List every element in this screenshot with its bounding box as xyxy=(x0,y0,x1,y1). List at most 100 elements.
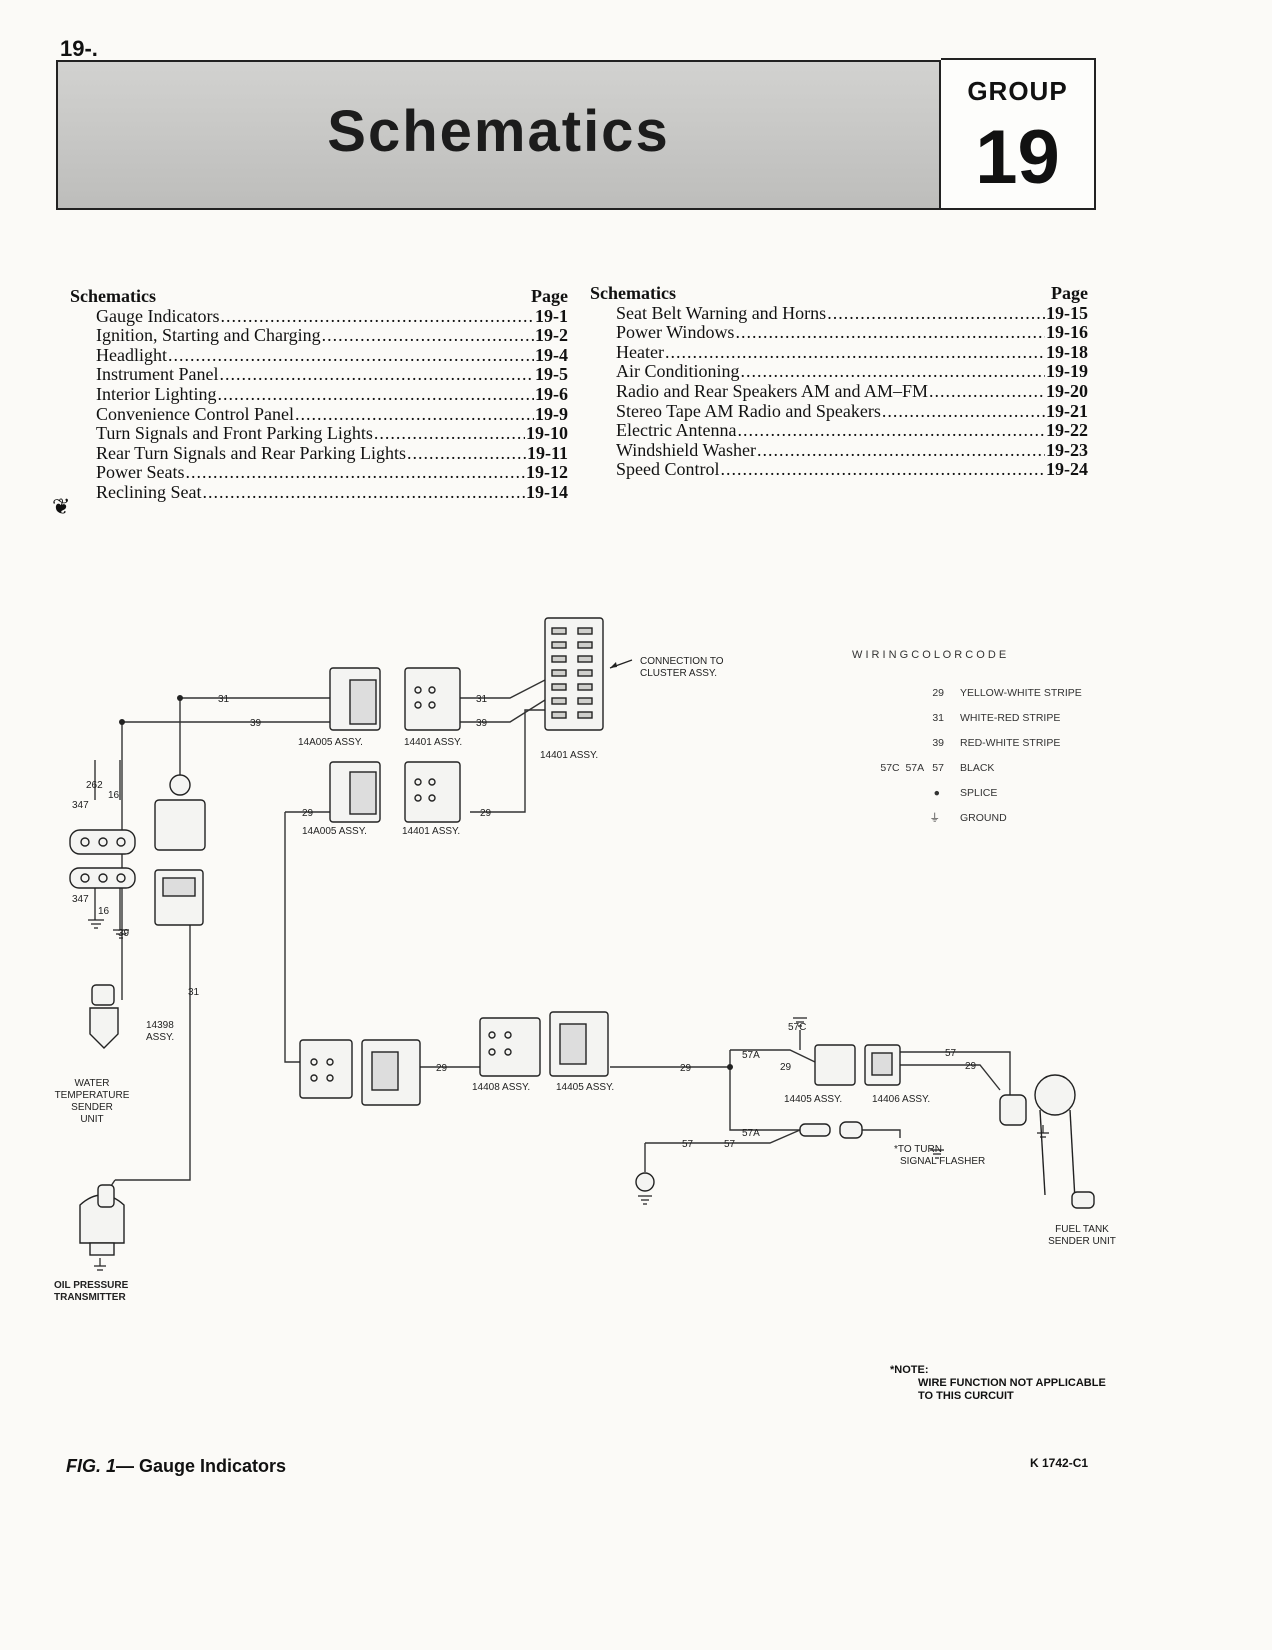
toc-leader-dots xyxy=(217,385,534,405)
toc-entry: Rear Turn Signals and Rear Parking Light… xyxy=(70,442,568,464)
toc-entry: Seat Belt Warning and Horns19-15 xyxy=(590,302,1088,324)
wire-label-16: 16 xyxy=(108,790,120,801)
wire-label-57: 57 xyxy=(945,1048,957,1059)
color-code-desc: WHITE-RED STRIPE xyxy=(960,712,1060,724)
toc-entry-page: 19-16 xyxy=(1046,322,1088,343)
toc-entry: Speed Control 19-24 xyxy=(590,460,1088,480)
toc-entry: Air Conditioning19-19 xyxy=(590,362,1088,382)
wire-label-31: 31 xyxy=(188,987,200,998)
color-code-number: 29 xyxy=(932,687,944,699)
assy-label-14398-assy: ASSY. xyxy=(146,1032,174,1043)
toc-leader-dots xyxy=(665,343,1045,363)
splice-icon: ● xyxy=(934,787,940,799)
toc-entry-label: Turn Signals and Front Parking Lights xyxy=(96,423,373,444)
toc-entry-page: 19-24 xyxy=(1046,459,1088,480)
water-temp-label: WATER xyxy=(75,1078,110,1089)
ground-icon: ⏚ xyxy=(930,812,941,824)
toc-leader-dots xyxy=(407,444,526,464)
toc-entry-page: 19-14 xyxy=(526,481,568,502)
connectors xyxy=(69,617,1095,1256)
page-title: Schematics xyxy=(327,99,670,164)
toc-entry-label: Heater xyxy=(616,341,664,362)
toc-entry: Ignition, Starting and Charging19-2 xyxy=(70,326,568,346)
wire-label-31: 31 xyxy=(476,694,488,705)
toc-entry: Electric Antenna19-22 xyxy=(590,421,1088,441)
toc-leader-dots xyxy=(882,402,1045,422)
wire-label-29: 29 xyxy=(965,1061,977,1072)
color-code-desc: SPLICE xyxy=(960,787,997,799)
toc-entry-page: 19-15 xyxy=(1046,302,1088,323)
toc-leader-dots xyxy=(220,307,534,327)
toc-entry-label: Ignition, Starting and Charging xyxy=(96,325,321,346)
toc-entry: Radio and Rear Speakers AM and AM–FM19-2… xyxy=(590,380,1088,402)
toc-entry: Convenience Control Panel19-9 xyxy=(70,403,568,425)
toc-entry-label: Power Seats xyxy=(96,462,185,483)
wire-label-39: 39 xyxy=(118,928,130,939)
connection-label-line1: CONNECTION TO xyxy=(640,656,724,667)
water-temp-label: SENDER xyxy=(71,1102,113,1113)
wire-label-39: 39 xyxy=(250,718,262,729)
toc-entry-label: Windshield Washer xyxy=(616,439,756,460)
margin-mark-icon: ❦ xyxy=(52,494,71,519)
toc-leader-dots xyxy=(735,323,1045,343)
toc-page-heading: Page xyxy=(531,286,568,306)
assy-label-14a005: 14A005 ASSY. xyxy=(302,826,367,837)
toc-entry-page: 19-22 xyxy=(1046,420,1088,441)
toc-entry-page: 19-5 xyxy=(535,364,568,385)
toc-entry: Stereo Tape AM Radio and Speakers19-21 xyxy=(590,400,1088,422)
toc-entry: Heater 19-18 xyxy=(590,341,1088,363)
toc-heading: Schematics xyxy=(590,283,676,303)
toc-page-heading: Page xyxy=(1051,283,1088,303)
wire-label-57: 57 xyxy=(682,1139,694,1150)
assy-label-14408: 14408 ASSY. xyxy=(472,1082,530,1093)
flasher-label: SIGNAL FLASHER xyxy=(900,1156,985,1167)
assy-label-14406: 14406 ASSY. xyxy=(872,1094,930,1105)
wire-label-57a: 57A xyxy=(742,1128,760,1139)
assy-label-14401: 14401 ASSY. xyxy=(404,737,462,748)
toc-entry: Power Seats 19-12 xyxy=(70,463,568,483)
toc-entry-label: Radio and Rear Speakers AM and AM–FM xyxy=(616,380,928,401)
toc-leader-dots xyxy=(721,460,1046,480)
toc-entry-page: 19-9 xyxy=(535,403,568,424)
wire-label-347: 347 xyxy=(72,800,89,811)
toc-entry-page: 19-21 xyxy=(1046,400,1088,421)
toc-leader-dots xyxy=(741,362,1045,382)
toc-entry-label: Speed Control xyxy=(616,459,720,480)
wire-label-262: 262 xyxy=(86,780,103,791)
color-code-desc: RED-WHITE STRIPE xyxy=(960,737,1060,749)
toc-leader-dots xyxy=(374,424,525,444)
wire-label-347: 347 xyxy=(72,894,89,905)
toc-leader-dots xyxy=(827,304,1045,324)
toc-entry-page: 19-4 xyxy=(535,344,568,365)
page-number: 19-. xyxy=(60,36,98,61)
wire-label-31: 31 xyxy=(218,694,230,705)
toc-entry-label: Air Conditioning xyxy=(616,361,740,382)
color-code-desc: GROUND xyxy=(960,812,1007,824)
toc-entry-page: 19-12 xyxy=(526,462,568,483)
toc-entry-label: Instrument Panel xyxy=(96,364,219,385)
toc-header: Schematics Page xyxy=(70,286,568,307)
toc-entry-label: Reclining Seat xyxy=(96,481,202,502)
toc-header: Schematics Page xyxy=(590,283,1088,304)
toc-entry-label: Rear Turn Signals and Rear Parking Light… xyxy=(96,442,406,463)
color-code-number: 39 xyxy=(932,737,944,749)
group-box: GROUP 19 xyxy=(941,58,1096,210)
splices xyxy=(119,695,733,1070)
color-code-number: 31 xyxy=(932,712,944,724)
wire-label-29: 29 xyxy=(436,1063,448,1074)
toc-leader-dots xyxy=(929,382,1045,402)
assy-label-14401-cluster: 14401 ASSY. xyxy=(540,750,598,761)
note-heading: *NOTE: xyxy=(890,1364,929,1376)
toc-entry: Power Windows19-16 xyxy=(590,323,1088,343)
toc-entry-page: 19-18 xyxy=(1046,341,1088,362)
note-block: *NOTE: WIRE FUNCTION NOT APPLICABLE TO T… xyxy=(890,1364,1106,1403)
toc-entry: Windshield Washer19-23 xyxy=(590,439,1088,461)
figure-caption: FIG. 1— Gauge Indicators xyxy=(66,1456,286,1477)
oil-pressure-label: TRANSMITTER xyxy=(54,1292,126,1303)
note-line: WIRE FUNCTION NOT APPLICABLE xyxy=(918,1377,1106,1389)
connection-label-line2: CLUSTER ASSY. xyxy=(640,668,717,679)
figure-number: FIG. 1 xyxy=(66,1456,117,1476)
wire-label-29: 29 xyxy=(480,808,492,819)
reference-code: K 1742-C1 xyxy=(1030,1456,1089,1470)
toc-leader-dots xyxy=(168,346,534,366)
